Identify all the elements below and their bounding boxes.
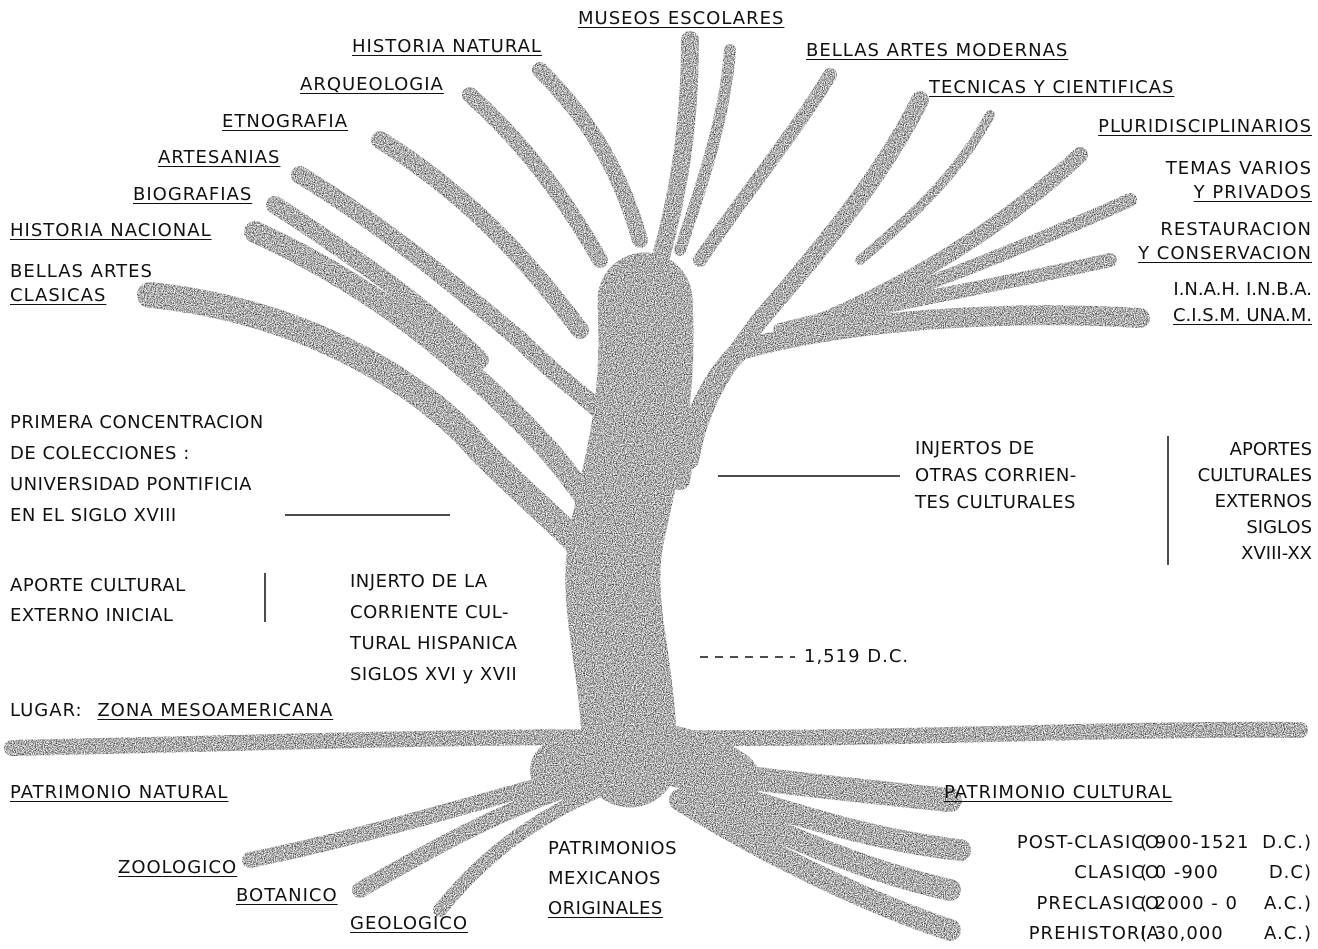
primera-concentracion-line-3: UNIVERSIDAD PONTIFICIA [10,469,264,500]
period-era: D.C.) [1262,833,1312,853]
label-etnografia: ETNOGRAFIA [222,112,348,132]
instituciones-line-1: I.N.A.H. I.N.B.A. [1173,277,1312,303]
lugar-prefix: LUGAR: [10,700,83,721]
patrimonios-mexicanos-line-3: ORIGINALES [548,894,677,924]
label-pluridisciplinarios: PLURIDISCIPLINARIOS [1098,117,1312,137]
patrimonios-mexicanos-line-2: MEXICANOS [548,864,677,894]
period-era: D.C) [1269,863,1312,883]
label-zoologico: ZOOLOGICO [118,858,237,878]
label-injerto-hispanica: INJERTO DE LA CORRIENTE CUL- TURAL HISPA… [350,566,517,690]
label-historia-nacional: HISTORIA NACIONAL [10,221,212,241]
period-range: ( 900-1521 [1140,833,1249,853]
label-primera-concentracion: PRIMERA CONCENTRACION DE COLECCIONES : U… [10,407,264,531]
label-biografias: BIOGRAFIAS [133,185,252,205]
label-restauracion: RESTAURACION Y CONSERVACION [1138,218,1312,266]
aporte-inicial-line-1: APORTE CULTURAL [10,571,186,601]
branch-historia-natural [540,70,640,240]
bellas-artes-clasicas-line-1: BELLAS ARTES [10,260,153,284]
patrimonios-mexicanos-line-1: PATRIMONIOS [548,834,677,864]
period-range: ( 2000 - 0 [1140,894,1238,914]
aportes-externos-line-5: XVIII-XX [1198,541,1312,567]
injerto-hispanica-line-1: INJERTO DE LA [350,566,517,597]
aportes-externos-line-1: APORTES [1198,437,1312,463]
label-tecnicas-cientificas: TECNICAS Y CIENTIFICAS [929,78,1174,98]
aportes-externos-line-2: CULTURALES [1198,463,1312,489]
label-patrimonios-mexicanos: PATRIMONIOS MEXICANOS ORIGINALES [548,834,677,924]
aportes-externos-line-3: EXTERNOS [1198,489,1312,515]
label-bellas-artes-modernas: BELLAS ARTES MODERNAS [806,41,1068,61]
period-era: A.C.) [1264,924,1312,944]
lugar-value: ZONA MESOAMERICANA [97,700,333,721]
restauracion-line-1: RESTAURACION [1138,218,1312,242]
primera-concentracion-line-1: PRIMERA CONCENTRACION [10,407,264,438]
injerto-hispanica-line-3: TURAL HISPANICA [350,628,517,659]
trunk [613,300,646,760]
temas-varios-line-2: Y PRIVADOS [1166,181,1312,205]
period-range: ( 0 -900 [1140,863,1219,883]
label-arqueologia: ARQUEOLOGIA [300,75,444,95]
aportes-externos-line-4: SIGLOS [1198,515,1312,541]
label-lugar: LUGAR: ZONA MESOAMERICANA [10,701,333,721]
aporte-inicial-line-2: EXTERNO INICIAL [10,601,186,631]
injertos-otras-line-1: INJERTOS DE [915,435,1077,462]
period-range: ( 30,000 [1140,924,1224,944]
period-name: POST-CLASICO [1017,833,1160,853]
primera-concentracion-line-2: DE COLECCIONES : [10,438,264,469]
injerto-hispanica-line-4: SIGLOS XVI y XVII [350,659,517,690]
injertos-otras-line-3: TES CULTURALES [915,489,1077,516]
label-bellas-artes-clasicas: BELLAS ARTES CLASICAS [10,260,153,308]
instituciones-line-2: C.I.S.M. UNA.M. [1173,303,1312,329]
label-patrimonio-cultural: PATRIMONIO CULTURAL [944,783,1172,803]
injertos-otras-line-2: OTRAS CORRIEN- [915,462,1077,489]
label-temas-varios: TEMAS VARIOS Y PRIVADOS [1166,157,1312,205]
ground-line [12,730,1300,748]
root-zoologico [250,780,560,860]
label-instituciones: I.N.A.H. I.N.B.A. C.I.S.M. UNA.M. [1173,277,1312,329]
period-era: A.C.) [1264,894,1312,914]
label-geologico: GEOLOGICO [350,914,468,934]
label-fecha: 1,519 D.C. [804,647,909,667]
label-museos-escolares: MUSEOS ESCOLARES [578,9,784,29]
label-historia-natural: HISTORIA NATURAL [352,37,542,57]
branch-tecnicas [690,100,920,460]
label-injertos-otras: INJERTOS DE OTRAS CORRIEN- TES CULTURALE… [915,435,1077,516]
label-patrimonio-natural: PATRIMONIO NATURAL [10,783,228,803]
injerto-hispanica-line-2: CORRIENTE CUL- [350,597,517,628]
restauracion-line-2: Y CONSERVACION [1138,242,1312,266]
label-botanico: BOTANICO [236,886,338,906]
label-aporte-inicial: APORTE CULTURAL EXTERNO INICIAL [10,571,186,631]
bellas-artes-clasicas-line-2: CLASICAS [10,284,153,308]
label-aportes-externos: APORTES CULTURALES EXTERNOS SIGLOS XVIII… [1198,437,1312,567]
temas-varios-line-1: TEMAS VARIOS [1166,157,1312,181]
primera-concentracion-line-4: EN EL SIGLO XVIII [10,500,264,531]
label-artesanias: ARTESANIAS [158,148,280,168]
